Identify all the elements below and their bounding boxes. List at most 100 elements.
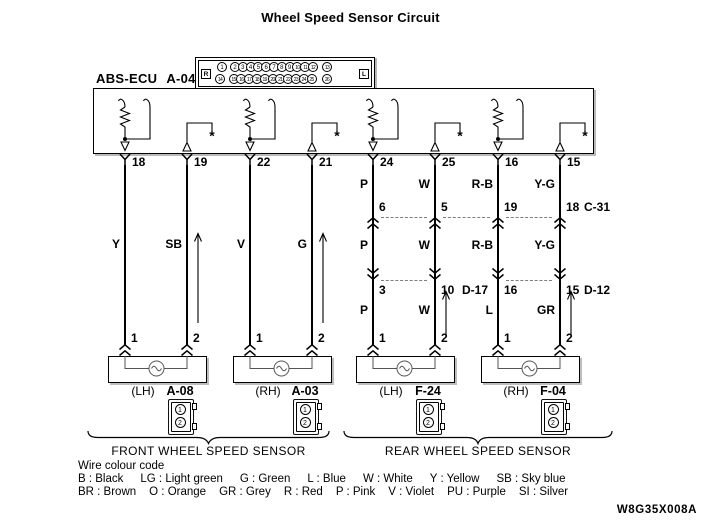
sensor-connector-id: F-04 — [540, 384, 566, 398]
wire-colour-code-item: SI : Silver — [518, 486, 569, 498]
sensor-coil-symbol — [124, 356, 188, 377]
sensor-connector-icon-pin: 2 — [299, 416, 311, 428]
inline-connector-pin-number: 10 — [441, 283, 455, 297]
sensor-connector-icon-tab — [564, 423, 570, 430]
drawing-number: W8G35X008A — [616, 504, 697, 516]
inline-connector-pin-number: 18 — [566, 200, 580, 214]
wire-colour-label: R-B — [471, 177, 493, 191]
inline-connector-dashed-line — [506, 280, 552, 281]
sensor-pin-terminal — [429, 343, 441, 357]
sensor-side-label: (LH) — [379, 384, 403, 398]
sensor-pin-number: 2 — [318, 331, 325, 345]
wire-colour-code-item: V : Violet — [388, 486, 435, 498]
wheel-speed-sensor-box — [481, 356, 580, 383]
ecu-ground-circuit: * — [555, 122, 588, 152]
sensor-connector-icon-tab — [439, 423, 445, 430]
sensor-connector-icon-tab — [191, 423, 197, 430]
inline-connector-id: D-17 — [462, 283, 489, 297]
ecu-pin-number: 25 — [442, 155, 456, 169]
wire-colour-code-item: LG : Light green — [140, 473, 223, 485]
sensor-connector-icon-tab — [191, 403, 197, 410]
ecu-sensor-coil-circuit — [117, 98, 151, 152]
sensor-connector-icon-tab — [564, 403, 570, 410]
sensor-pin-number: 1 — [131, 331, 138, 345]
ecu-pin-terminal — [367, 153, 379, 166]
wire-colour-label: W — [418, 303, 430, 317]
sensor-coil-symbol — [497, 356, 561, 377]
ecu-pin-terminal — [244, 153, 256, 166]
sensor-pin-number: 2 — [441, 331, 448, 345]
sensor-connector-icon-inner — [419, 402, 439, 432]
wire-colour-code-item: Y : Yellow — [429, 473, 480, 485]
sensor-connector-icon-pin: 1 — [299, 403, 311, 415]
sensor-pin-number: 1 — [379, 331, 386, 345]
ecu-ground-circuit: * — [307, 122, 340, 152]
sensor-connector-icon-pin: 2 — [174, 416, 186, 428]
inline-connector-dashed-line — [506, 217, 552, 218]
sensor-pin-terminal — [554, 343, 566, 357]
ecu-pin-block-inner — [198, 60, 372, 87]
ecu-connector-pin-13: 13 — [322, 61, 332, 72]
wire-colour-label: SB — [165, 237, 182, 251]
wire-colour-code-item: O : Orange — [149, 486, 207, 498]
inline-connector-pin-number: 15 — [566, 283, 580, 297]
inline-connector-pin-number: 5 — [441, 200, 448, 214]
ecu-connector-pin-1: 1 — [217, 61, 227, 72]
ecu-pin-number: 18 — [132, 155, 146, 169]
wire — [558, 165, 562, 345]
inline-connector-terminal-up — [429, 216, 441, 230]
rear-group-label: REAR WHEEL SPEED SENSOR — [384, 444, 572, 458]
sensor-connector-icon-tab — [316, 403, 322, 410]
front-group-label: FRONT WHEEL SPEED SENSOR — [111, 444, 306, 458]
wire-colour-code-item: W : White — [362, 473, 413, 485]
wire-colour-code-item: SB : Sky blue — [496, 473, 566, 485]
sensor-connector-icon-pin: 1 — [174, 403, 186, 415]
signal-direction-arrow — [193, 232, 203, 323]
wire-colour-label: G — [297, 237, 307, 251]
ecu-connector-pin-12: 12 — [308, 61, 318, 72]
wire-colour-label: P — [359, 177, 368, 191]
ecu-pin-terminal — [492, 153, 504, 166]
wire-colour-label: P — [359, 238, 368, 252]
ecu-connector-pin-14: 14 — [215, 74, 225, 84]
ecu-connector-id: A-04 — [166, 71, 196, 86]
wire — [123, 165, 127, 345]
page-title: Wheel Speed Sensor Circuit — [261, 10, 440, 25]
wire — [185, 165, 189, 345]
sensor-coil-symbol — [372, 356, 436, 377]
wire — [310, 165, 314, 345]
ecu-pin-number: 15 — [567, 155, 581, 169]
sensor-connector-icon-pin: 2 — [547, 416, 559, 428]
inline-connector-dashed-line — [443, 217, 490, 218]
sensor-connector-icon-inner — [171, 402, 191, 432]
wire-colour-label: Y — [111, 237, 120, 251]
wire-colour-label: W — [418, 238, 430, 252]
sensor-side-label: (RH) — [255, 384, 281, 398]
wire-colour-code-item: R : Red — [283, 486, 323, 498]
ecu-pin-number: 22 — [257, 155, 271, 169]
wheel-speed-sensor-box — [233, 356, 332, 383]
inline-connector-dashed-line — [381, 280, 427, 281]
rear-group-brace — [343, 430, 613, 446]
inline-connector-pin-number: 3 — [379, 283, 386, 297]
wire — [496, 165, 500, 345]
ecu-sensor-coil-circuit — [365, 98, 399, 152]
sensor-pin-number: 1 — [504, 331, 511, 345]
wire-colour-code-heading: Wire colour code — [78, 460, 165, 472]
inline-connector-pin-number: 19 — [504, 200, 518, 214]
wire-colour-code-item: L : Blue — [307, 473, 346, 485]
inline-connector-id: C-31 — [584, 200, 611, 214]
ecu-box — [93, 88, 594, 154]
ecu-pin-terminal — [119, 153, 131, 166]
inline-connector-terminal-up — [554, 216, 566, 230]
sensor-side-label: (RH) — [503, 384, 529, 398]
inline-connector-pin-number: 6 — [379, 200, 386, 214]
ecu-ground-circuit: * — [182, 122, 215, 152]
inline-connector-id: D-12 — [584, 283, 611, 297]
